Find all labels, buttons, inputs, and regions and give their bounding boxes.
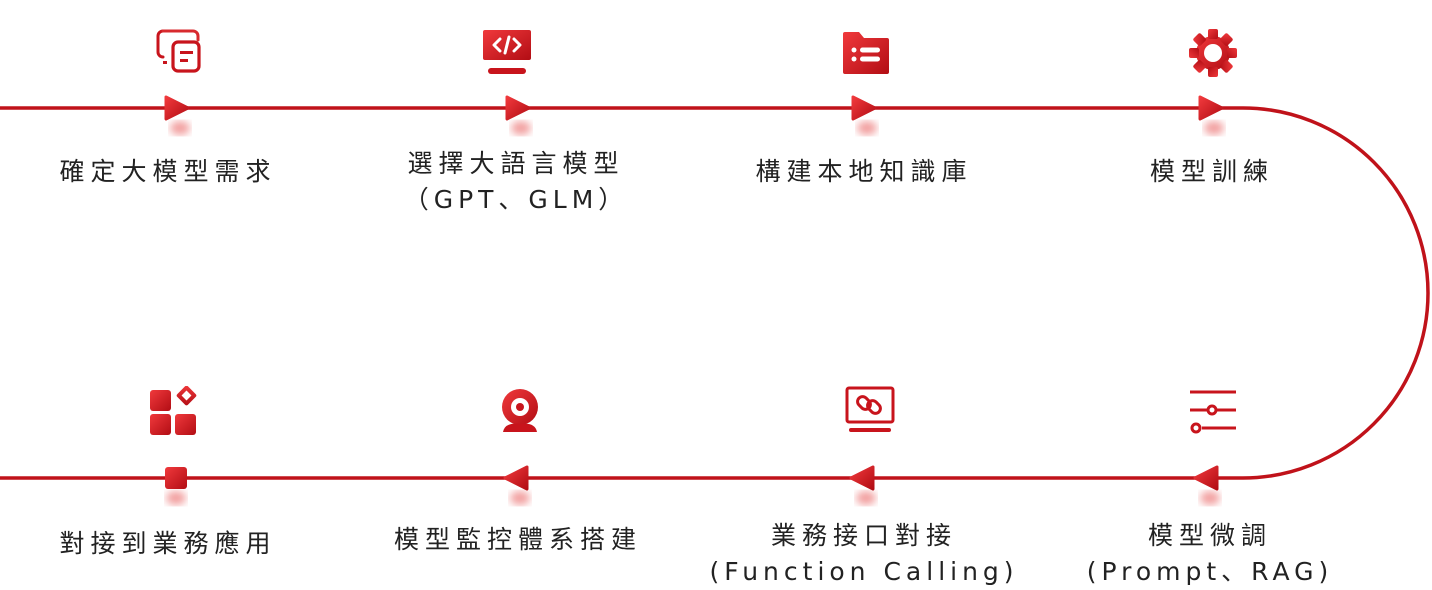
step-label-6: 業務接口對接(Function Calling)	[709, 521, 1019, 586]
webcam-icon	[502, 389, 538, 432]
step-label-4: 模型訓練	[1149, 157, 1274, 186]
step-label-1: 確定大模型需求	[59, 157, 277, 186]
sliders-icon	[1190, 390, 1236, 434]
track-line	[0, 106, 1430, 480]
step-label-8: 對接到業務應用	[59, 529, 277, 558]
marker-arrow-right-2	[505, 95, 531, 135]
folder-list-icon	[843, 32, 889, 74]
marker-arrow-left-7	[503, 465, 530, 505]
marker-square-8	[165, 467, 187, 505]
link-monitor-icon	[845, 386, 895, 432]
step-label-7: 模型監控體系搭建	[393, 525, 642, 554]
code-monitor-icon	[483, 30, 531, 74]
step-label-3: 構建本地知識庫	[755, 157, 973, 186]
gear-icon	[1189, 29, 1237, 77]
marker-arrow-right-4	[1198, 95, 1224, 135]
marker-arrow-right-1	[164, 95, 190, 135]
apps-grid-icon	[150, 386, 197, 435]
chat-document-icon	[156, 29, 201, 73]
marker-arrow-right-3	[851, 95, 877, 135]
step-label-5: 模型微調(Prompt、RAG)	[1086, 521, 1334, 586]
step-label-2: 選擇大語言模型（GPT、GLM）	[403, 149, 629, 214]
marker-arrow-left-6	[849, 465, 876, 505]
marker-arrow-left-5	[1193, 465, 1220, 505]
